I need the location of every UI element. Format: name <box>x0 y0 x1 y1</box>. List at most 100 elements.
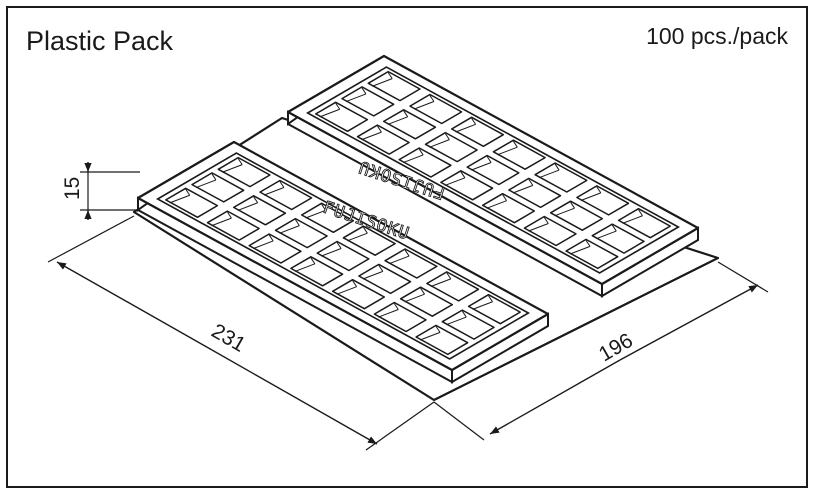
tray-pocket-floor <box>528 223 549 232</box>
tray-pocket-edge <box>512 140 518 148</box>
tray-pocket-edge <box>435 326 441 333</box>
tray-pocket-floor <box>305 209 326 219</box>
tray-pocket <box>549 200 604 231</box>
tray-pocket-floor <box>388 255 410 265</box>
tray-pocket <box>217 156 271 188</box>
tray-pocket <box>342 225 396 256</box>
tray-pocket-floor <box>294 263 316 272</box>
tray-pocket-edge <box>543 217 549 224</box>
dimension-height: 15 <box>61 162 140 220</box>
tray-pocket-floor <box>211 217 232 227</box>
tray-pocket-floor <box>622 215 643 224</box>
tray-front <box>136 140 550 384</box>
tray-pocket <box>341 86 395 117</box>
tray-pocket <box>316 240 370 272</box>
tray-pocket-floor <box>403 154 424 164</box>
tray-pocket-edge <box>268 234 274 242</box>
tray-pocket-edge <box>403 110 409 118</box>
tray-pocket <box>398 147 452 178</box>
tray-pocket-floor <box>554 207 575 217</box>
tray-pocket-edge <box>227 211 232 219</box>
tray-pocket <box>440 170 494 201</box>
tray-pocket-edge <box>554 163 560 171</box>
tray-pocket <box>356 124 410 155</box>
tray-pocket <box>409 93 463 125</box>
tray-pocket-floor <box>430 278 451 287</box>
tray-pocket <box>290 256 344 287</box>
tray-pocket-edge <box>237 158 243 165</box>
tray-pocket-edge <box>471 118 477 125</box>
tray-pocket <box>591 223 645 254</box>
tray-pocket <box>523 215 577 247</box>
tray-pocket <box>450 116 505 148</box>
tray-pocket <box>382 109 437 140</box>
tray-pocket-floor <box>497 146 518 156</box>
tray-pocket-floor <box>320 248 342 257</box>
dimension-width-label: 196 <box>595 329 637 366</box>
tray-pocket-floor <box>362 270 384 280</box>
dimension-height-label: 15 <box>61 177 84 200</box>
tray-pocket-edge <box>279 181 285 188</box>
tray-pocket <box>206 210 260 241</box>
tray-pocket-edge <box>461 310 467 318</box>
tray-pocket-floor <box>169 194 190 204</box>
tray-pocket <box>331 278 386 310</box>
tray-pocket-edge <box>336 242 342 249</box>
tray-pocket <box>248 233 302 264</box>
tray-pocket <box>426 271 480 302</box>
tray-pocket <box>508 177 562 209</box>
tray-pocket <box>467 293 521 325</box>
tray-pocket-edge <box>596 186 602 194</box>
tray-pocket <box>259 179 313 211</box>
tray-pocket-edge <box>387 72 393 79</box>
tray-pocket-edge <box>253 196 259 204</box>
tray-pocket-floor <box>372 78 393 87</box>
tray-pocket-floor <box>569 245 591 255</box>
tray-pocket-edge <box>611 224 617 232</box>
tray-pocket-floor <box>419 331 441 341</box>
tray-pocket-edge <box>321 204 327 211</box>
tray-pocket <box>274 217 328 249</box>
tray-pocket-edge <box>352 280 358 287</box>
diagram-title: Plastic Pack <box>26 26 174 56</box>
tray-pocket <box>415 324 469 356</box>
tray-pocket <box>424 131 478 163</box>
tray-pocket-edge <box>377 125 382 133</box>
tray-pocket-floor <box>336 286 357 295</box>
tray-pocket-floor <box>361 131 382 141</box>
tray-pocket-edge <box>460 171 466 179</box>
tray-pocket <box>358 263 412 295</box>
tray-pocket-floor <box>347 232 368 242</box>
tray-pocket <box>534 162 588 193</box>
tray-pocket <box>481 192 536 224</box>
tray-pocket-floor <box>387 116 408 125</box>
tray-pocket-floor <box>538 169 560 179</box>
tray-pocket <box>576 185 630 216</box>
tray-pocket-floor <box>444 177 466 186</box>
tray-pocket-floor <box>378 309 399 318</box>
tray-pocket-floor <box>222 164 243 173</box>
tray-pocket-floor <box>319 108 340 118</box>
tray-pocket <box>565 238 619 270</box>
tray-pocket-floor <box>455 123 476 133</box>
tray-pocket-floor <box>279 225 300 234</box>
tray-pocket-floor <box>345 93 367 103</box>
tray-pocket <box>384 248 438 279</box>
tray-pocket-floor <box>486 200 507 209</box>
tray-pocket <box>367 70 421 102</box>
tray-pocket-edge <box>420 287 425 295</box>
tray-pocket-edge <box>294 219 300 226</box>
tray-pocket-edge <box>444 133 450 140</box>
tray-pocket-edge <box>393 303 399 310</box>
tray-pocket-floor <box>429 139 450 148</box>
tray-pocket-floor <box>237 202 258 211</box>
tray-pocket-floor <box>195 179 217 189</box>
tray-pocket-edge <box>310 257 316 265</box>
tray-pocket <box>232 195 287 226</box>
tray-pocket <box>441 309 495 340</box>
tray-pocket-edge <box>185 188 191 196</box>
tray-pocket <box>466 154 520 186</box>
pack-quantity: 100 pcs./pack <box>646 23 788 49</box>
tray-pocket <box>191 172 245 203</box>
tray-pocket <box>373 301 427 333</box>
